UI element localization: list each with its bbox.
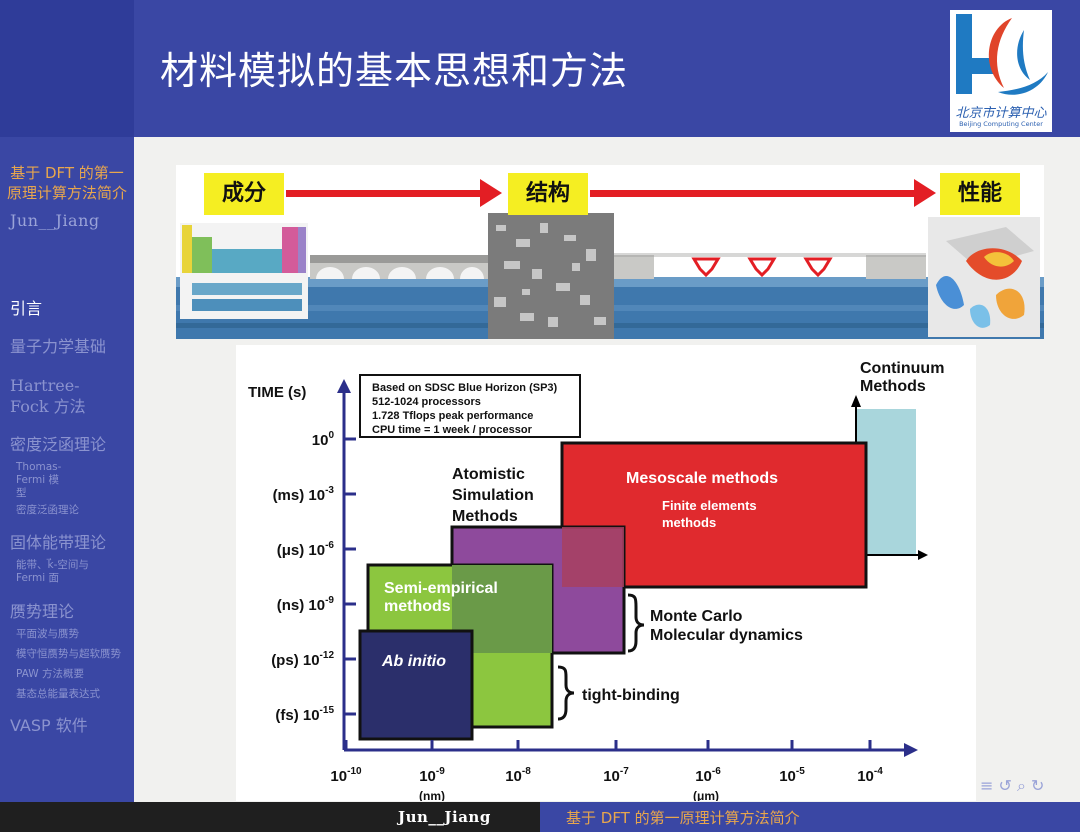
x-tick-label: 10-7 [603,766,629,785]
footer-right [540,802,1080,832]
arrow-2-head [914,179,936,207]
info-line: CPU time = 1 week / processor [372,424,533,436]
sidebar-sub-norm-conserving[interactable]: 模守恒赝势与超软赝势 [16,648,121,660]
y-tick-label: (fs) 10-15 [275,705,334,724]
sidebar-item-band[interactable]: 固体能带理论 [10,533,107,552]
footer-author: Jun__Jiang [398,808,491,826]
y-tick-label: (ns) 10-9 [277,595,335,614]
label-finite-1: Finite elements [662,498,757,513]
x-tick-label: 10-5 [779,766,805,785]
label-continuum-1: Continuum [860,360,944,377]
info-line: Based on SDSC Blue Horizon (SP3) [372,382,558,394]
sidebar-sub-planewave[interactable]: 平面波与赝势 [16,628,79,640]
y-tick-label: (μs) 10-6 [277,540,335,559]
y-tick-label: (ms) 10-3 [273,485,335,504]
label-continuum-2: Methods [860,378,926,395]
label-monte-carlo: Monte Carlo [650,608,743,625]
slide-title: 材料模拟的基本思想和方法 [160,49,629,93]
arrow-1-head [480,179,502,207]
label-atomistic-1: Atomistic [452,466,525,483]
sidebar-sub-dft[interactable]: 密度泛函理论 [16,504,79,516]
x-axis-arrow [904,743,918,757]
multiscale-chart: Based on SDSC Blue Horizon (SP3) 512-1024… [236,345,976,803]
info-line: 512-1024 processors [372,396,481,408]
label-molecular-dynamics: Molecular dynamics [650,627,803,644]
arrow-2-line [590,190,920,197]
x-tick-label: 10-4 [857,766,883,785]
footer: Jun__Jiang 基于 DFT 的第一原理计算方法简介 [0,802,1080,832]
sidebar-item-intro[interactable]: 引言 [10,299,43,318]
sidebar-item-vasp[interactable]: VASP 软件 [10,716,88,735]
sidebar-sub-paw[interactable]: PAW 方法概要 [16,668,84,680]
sidebar-item-hartree-fock[interactable]: Hartree-Fock 方法 [10,376,86,416]
arrow-1-line [286,190,486,197]
sidebar-item-dft[interactable]: 密度泛函理论 [10,435,107,454]
y-tick-label: (ps) 10-12 [271,650,334,669]
y-axis-label: TIME (s) [248,384,306,401]
y-tick-label: 100 [312,430,335,449]
slide-header: 材料模拟的基本思想和方法 [134,0,1080,137]
footer-left [0,802,540,832]
label-atomistic-2: Simulation [452,487,534,504]
footer-title: 基于 DFT 的第一原理计算方法简介 [566,809,800,827]
logo-name: 北京市计算中心 [955,106,1047,121]
label-atomistic-3: Methods [452,508,518,525]
sidebar-author: Jun__Jiang [10,211,100,230]
info-line: 1.728 Tflops peak performance [372,410,533,422]
sidebar-item-pseudo[interactable]: 赝势理论 [10,602,75,621]
label-mesoscale: Mesoscale methods [626,470,778,487]
x-tick-label: 10-6 [695,766,721,785]
bcc-logo: 北京市计算中心 Beijing Computing Center [950,10,1052,132]
logo-subtitle: Beijing Computing Center [959,120,1043,128]
materials-banner: 成分 结构 性能 [176,165,1044,339]
label-semi-2: methods [384,598,451,615]
x-unit-nm: (nm) [419,789,445,801]
tag-properties: 性能 [940,173,1020,215]
label-tight-binding: tight-binding [582,687,680,704]
x-tick-label: 10-10 [330,766,362,785]
x-tick-label: 10-9 [419,766,445,785]
tag-composition: 成分 [204,173,284,215]
sidebar-item-quantum[interactable]: 量子力学基础 [10,337,107,356]
label-ab-initio: Ab initio [381,653,446,670]
sidebar-top [0,0,134,137]
info-box [359,374,581,438]
region-ab-initio [358,629,474,741]
x-tick-label: 10-8 [505,766,531,785]
tag-structure: 结构 [508,173,588,215]
label-finite-2: methods [662,515,716,530]
x-unit-um: (μm) [693,789,719,801]
sidebar-talk-title[interactable]: 基于 DFT 的第一原理计算方法简介 [6,164,127,202]
sidebar-sub-total-energy[interactable]: 基态总能量表达式 [16,688,100,700]
nav-controls[interactable]: ≡ ↺ ⌕ ↻ [980,776,1045,795]
sidebar-sub-band[interactable]: 能带、k⃗-空间与 Fermi 面 [16,559,89,584]
label-semi-1: Semi-empirical [384,580,498,597]
sidebar: 基于 DFT 的第一原理计算方法简介 Jun__Jiang 引言 量子力学基础 … [0,0,134,802]
y-axis-arrow [337,379,351,393]
sidebar-sub-thomas-fermi[interactable]: Thomas-Fermi 模型 [16,461,62,499]
